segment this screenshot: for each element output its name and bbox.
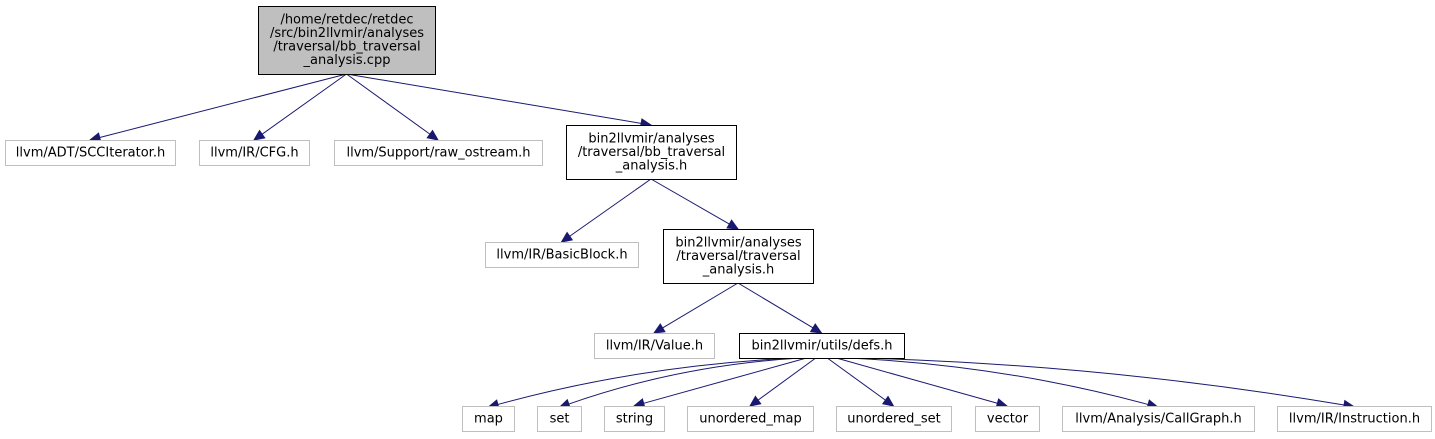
node-label-line: llvm/IR/Instruction.h <box>1289 411 1420 426</box>
node-box <box>687 406 814 432</box>
node-label-line: set <box>550 411 570 426</box>
edge-bbt-to-trav <box>650 178 740 230</box>
node-box <box>334 140 543 166</box>
edge-defs-to-string <box>632 357 807 409</box>
node-label-line: /traversal/bb_traversal <box>578 145 725 160</box>
node-box <box>836 406 952 432</box>
node-box <box>663 229 814 284</box>
node-label-line: unordered_set <box>847 411 940 426</box>
node-map[interactable]: map <box>462 406 515 432</box>
node-value[interactable]: llvm/IR/Value.h <box>594 333 715 359</box>
node-label-line: string <box>616 411 653 426</box>
node-label-line: /traversal/traversal <box>676 249 800 264</box>
node-box <box>485 242 639 268</box>
edge-bbt-to-bb <box>560 178 652 243</box>
edge-root-to-bbt <box>346 73 653 129</box>
node-cfg[interactable]: llvm/IR/CFG.h <box>199 140 310 166</box>
edge-root-to-scc <box>88 73 347 143</box>
node-label-line: llvm/ADT/SCCIterator.h <box>16 145 165 160</box>
node-label-line: bin2llvmir/utils/defs.h <box>752 338 893 353</box>
edge-defs-to-instr <box>864 357 1356 411</box>
node-label-line: _analysis.h <box>615 158 688 173</box>
edge-root-to-cfg <box>253 73 347 141</box>
edge-trav-to-value <box>652 282 739 334</box>
node-label-line: vector <box>987 411 1029 426</box>
node-label-line: _analysis.cpp <box>303 53 391 68</box>
node-box <box>739 333 905 359</box>
node-box <box>1277 406 1432 432</box>
node-label-line: llvm/Support/raw_ostream.h <box>346 145 530 160</box>
node-label-line: map <box>474 411 503 426</box>
node-bb[interactable]: llvm/IR/BasicBlock.h <box>485 242 639 268</box>
graph-nodes: /home/retdec/retdec/src/bin2llvmir/analy… <box>5 6 1432 432</box>
node-box <box>975 406 1040 432</box>
node-callgraph[interactable]: llvm/Analysis/CallGraph.h <box>1062 406 1255 432</box>
node-label-line: /src/bin2llvmir/analyses <box>270 26 424 41</box>
node-scc[interactable]: llvm/ADT/SCCIterator.h <box>5 140 176 166</box>
node-box <box>566 125 737 180</box>
edge-defs-to-callgraph <box>848 357 1159 410</box>
node-label-line: unordered_map <box>699 411 802 426</box>
node-label-line: bin2llvmir/analyses <box>675 235 802 250</box>
node-label-line: llvm/IR/CFG.h <box>210 145 298 160</box>
node-label-line: bin2llvmir/analyses <box>588 131 715 146</box>
node-box <box>5 140 176 166</box>
node-bbt[interactable]: bin2llvmir/analyses/traversal/bb_travers… <box>566 125 737 180</box>
node-box <box>604 406 665 432</box>
edge-defs-to-set <box>558 357 801 409</box>
node-set[interactable]: set <box>537 406 582 432</box>
node-box <box>594 333 715 359</box>
node-label-line: llvm/IR/Value.h <box>606 338 703 353</box>
edge-defs-to-umap <box>749 357 817 407</box>
node-label-line: /traversal/bb_traversal <box>273 40 420 55</box>
node-root: /home/retdec/retdec/src/bin2llvmir/analy… <box>258 6 436 75</box>
node-box <box>258 6 436 75</box>
node-defs[interactable]: bin2llvmir/utils/defs.h <box>739 333 905 359</box>
node-label-line: llvm/IR/BasicBlock.h <box>496 247 627 262</box>
node-vector[interactable]: vector <box>975 406 1040 432</box>
edge-defs-to-uset <box>826 357 895 407</box>
edge-trav-to-defs <box>737 282 823 334</box>
node-label-line: _analysis.h <box>702 262 775 277</box>
node-umap[interactable]: unordered_map <box>687 406 814 432</box>
node-trav[interactable]: bin2llvmir/analyses/traversal/traversal_… <box>663 229 814 284</box>
edge-root-to-raw <box>346 73 439 141</box>
node-box <box>462 406 515 432</box>
node-box <box>199 140 310 166</box>
node-box <box>1062 406 1255 432</box>
node-uset[interactable]: unordered_set <box>836 406 952 432</box>
node-box <box>537 406 582 432</box>
node-label-line: llvm/Analysis/CallGraph.h <box>1075 411 1241 426</box>
node-label-line: /home/retdec/retdec <box>280 13 413 28</box>
node-instr[interactable]: llvm/IR/Instruction.h <box>1277 406 1432 432</box>
node-raw[interactable]: llvm/Support/raw_ostream.h <box>334 140 543 166</box>
node-string[interactable]: string <box>604 406 665 432</box>
